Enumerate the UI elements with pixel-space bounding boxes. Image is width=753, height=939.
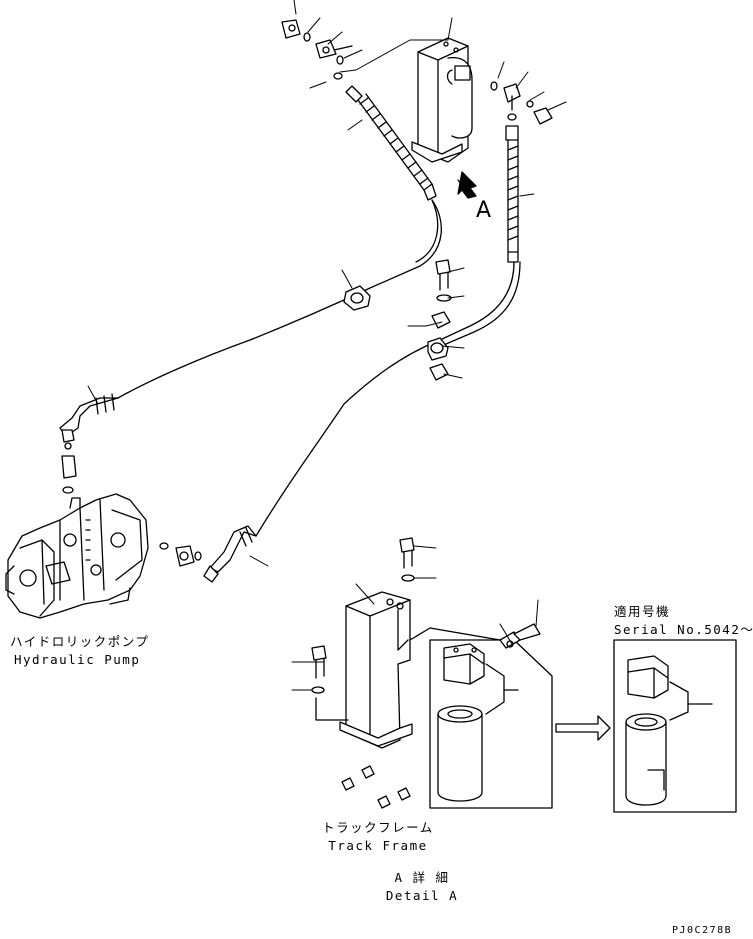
pump-label-jp: ハイドロリックポンプ: [10, 634, 150, 649]
detail-bracket: [339, 591, 413, 749]
serial-label-en: Serial No.5042～: [614, 622, 753, 637]
top-right-fittings: [490, 81, 553, 125]
detail-filter-box: [409, 623, 553, 809]
view-arrow-a: [457, 171, 477, 199]
pump-right-fitting: [159, 525, 257, 583]
pump-label-en: Hydraulic Pump: [14, 652, 141, 667]
top-left-fittings: [281, 19, 353, 80]
serial-arrow: [555, 715, 611, 741]
frame-label-en: Track Frame: [328, 838, 428, 853]
hydraulic-pump-drawing: [5, 493, 149, 619]
detail-bolts: [311, 537, 415, 809]
pump-left-fitting: [59, 393, 119, 494]
left-hose: [117, 85, 442, 399]
leader-lines: [87, 0, 567, 691]
left-hose-clamp: [343, 285, 371, 311]
right-hose-clamp: [427, 337, 449, 381]
detail-label-jp: A 詳 細: [394, 870, 450, 885]
detail-label-en: Detail A: [385, 888, 459, 903]
right-hose: [255, 125, 521, 537]
drawing-code: PJ0C278B: [672, 925, 733, 936]
frame-label-jp: トラックフレーム: [322, 820, 434, 835]
view-arrow-label: A: [476, 198, 492, 223]
top-filter-assembly: [411, 37, 473, 163]
serial-detail-box: [613, 639, 737, 813]
serial-label-jp: 適用号機: [614, 604, 671, 619]
center-bolt-set: [431, 259, 452, 329]
